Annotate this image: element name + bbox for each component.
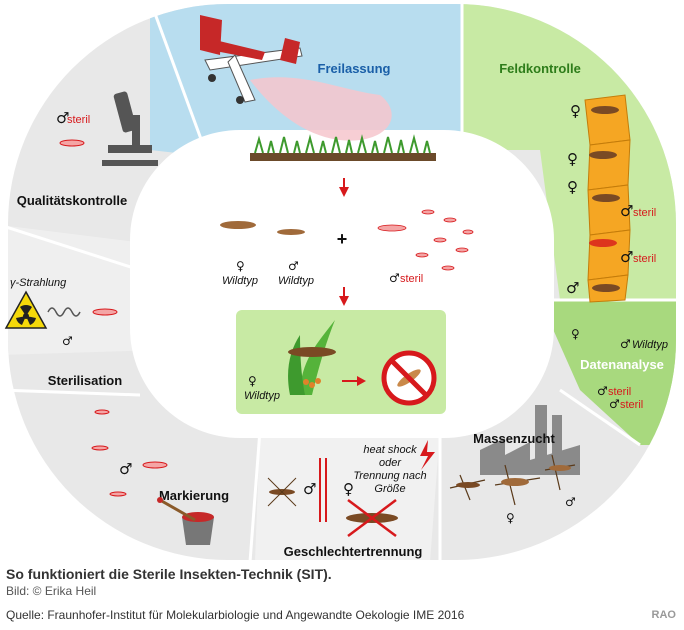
trap-mosquitoes <box>589 106 620 292</box>
heat-shock-line-1: heat shock <box>363 444 417 456</box>
cross-out-icon <box>347 499 397 537</box>
gamma-radiation-label: γ-Strahlung <box>10 277 67 289</box>
caption-block: So funktioniert die Sterile Insekten-Tec… <box>6 565 676 623</box>
heat-shock-line-4: Größe <box>374 483 405 495</box>
steril-label-da-1: steril <box>608 386 631 398</box>
female-symbol-da: ♀ <box>571 327 580 341</box>
paint-bucket-icon <box>157 497 214 545</box>
label-release: Freilassung <box>318 61 391 76</box>
male-symbol-mk: ♂ <box>119 460 132 478</box>
female-symbol-1: ♀ <box>570 102 581 120</box>
caption-credit: Bild: © Erika Heil <box>6 584 97 598</box>
mosquito-qc <box>59 139 85 147</box>
mosquito-female-wild <box>288 347 336 357</box>
segment-field-control: Feldkontrolle ♀ ♀ ♀ ♂ steril ♂ steril ♂ <box>499 61 656 303</box>
radiation-wave-icon <box>47 307 81 317</box>
plus-sign: + <box>337 229 348 249</box>
male-symbol-mr: ♂ <box>565 495 576 509</box>
segment-sex-separation: heat shock oder Trennung nach Größe ♂ ♀ … <box>267 440 435 559</box>
lightning-icon <box>420 440 435 470</box>
no-larvae-icon <box>381 350 437 406</box>
radiation-warning-icon <box>4 290 48 329</box>
grass-strip <box>250 134 436 161</box>
male-symbol-sep: ♂ <box>303 480 316 498</box>
male-symbol-wild: ♂ <box>288 259 299 273</box>
wildtyp-label-da: Wildtyp <box>632 339 668 351</box>
male-symbol-da-3: ♂ <box>609 397 620 411</box>
airplane-icon <box>200 15 303 104</box>
male-symbol-2: ♂ <box>620 248 633 266</box>
segment-mass-rearing: Massenzucht ♀ ♂ <box>449 405 580 525</box>
male-symbol-3: ♂ <box>566 279 579 297</box>
segment-data-analysis: ♀ ♂ Wildtyp Datenanalyse ♂ steril ♂ ster… <box>571 327 668 411</box>
sterile-swarm <box>377 209 474 271</box>
wildtyp-label-1: Wildtyp <box>222 275 258 287</box>
leaf-icon <box>300 320 335 395</box>
segment-data-analysis-bg <box>540 300 676 445</box>
steril-label-da-2: steril <box>620 399 643 411</box>
heat-shock-line-3: Trennung nach <box>353 470 426 482</box>
label-data-analysis: Datenanalyse <box>580 357 664 372</box>
sit-cycle-diagram: Freilassung Feldkontrolle ♀ ♀ ♀ ♂ steril… <box>4 4 676 560</box>
steril-label-1: steril <box>633 207 656 219</box>
female-symbol-sep: ♀ <box>343 480 354 498</box>
male-symbol-st: ♂ <box>62 334 73 348</box>
spray-cloud <box>250 77 392 141</box>
arrow-down-1 <box>339 187 349 197</box>
wildtyp-label-2: Wildtyp <box>278 275 314 287</box>
steril-label-center: steril <box>400 273 423 285</box>
female-symbol-result: ♀ <box>248 374 257 388</box>
male-symbol-qc: ♂ <box>56 109 69 127</box>
label-mass-rearing: Massenzucht <box>473 431 555 446</box>
segment-quality-control: ♂ steril Qualitätskontrolle <box>17 91 158 208</box>
female-symbol-wild: ♀ <box>236 259 245 273</box>
steril-label-qc: steril <box>67 114 90 126</box>
arrow-down-2 <box>339 296 349 306</box>
male-symbol-da-2: ♂ <box>597 384 608 398</box>
heat-shock-line-2: oder <box>379 457 402 469</box>
male-symbol-sterile: ♂ <box>389 271 400 285</box>
microscope-icon <box>102 91 158 166</box>
label-sex-separation: Geschlechtertrennung <box>284 544 423 559</box>
segment-marking: ♂ Markierung <box>91 409 229 545</box>
female-symbol-mr: ♀ <box>506 511 515 525</box>
male-symbol-1: ♂ <box>620 202 633 220</box>
wildtyp-label-result: Wildtyp <box>244 390 280 402</box>
rao-badge: RAO <box>651 609 676 621</box>
marked-mosquitoes <box>91 409 168 497</box>
mosquito-male-sep-legs <box>267 477 297 507</box>
label-sterilisation: Sterilisation <box>48 373 122 388</box>
segment-release: Freilassung <box>200 15 392 141</box>
label-quality-control: Qualitätskontrolle <box>17 193 128 208</box>
female-symbol-3: ♀ <box>567 178 578 196</box>
segment-sex-separation-bg <box>255 430 440 560</box>
mosquito-wild-female <box>220 221 256 229</box>
mosquito-wild-male <box>277 229 305 235</box>
arrow-right <box>357 376 366 386</box>
inner-content: ♀ Wildtyp ♂ Wildtyp + ♂ steril ♀ Wildtyp <box>220 134 474 414</box>
male-symbol-da-1: ♂ <box>620 337 631 351</box>
caption-source: Quelle: Fraunhofer-Institut für Molekula… <box>6 608 465 622</box>
caption-title: So funktioniert die Sterile Insekten-Tec… <box>6 566 332 582</box>
female-symbol-2: ♀ <box>567 150 578 168</box>
label-marking: Markierung <box>159 488 229 503</box>
segment-sterilisation: γ-Strahlung ♂ Sterilisation <box>4 277 122 388</box>
mosquito-sterilisation <box>92 308 118 316</box>
steril-label-2: steril <box>633 253 656 265</box>
label-field-control: Feldkontrolle <box>499 61 581 76</box>
